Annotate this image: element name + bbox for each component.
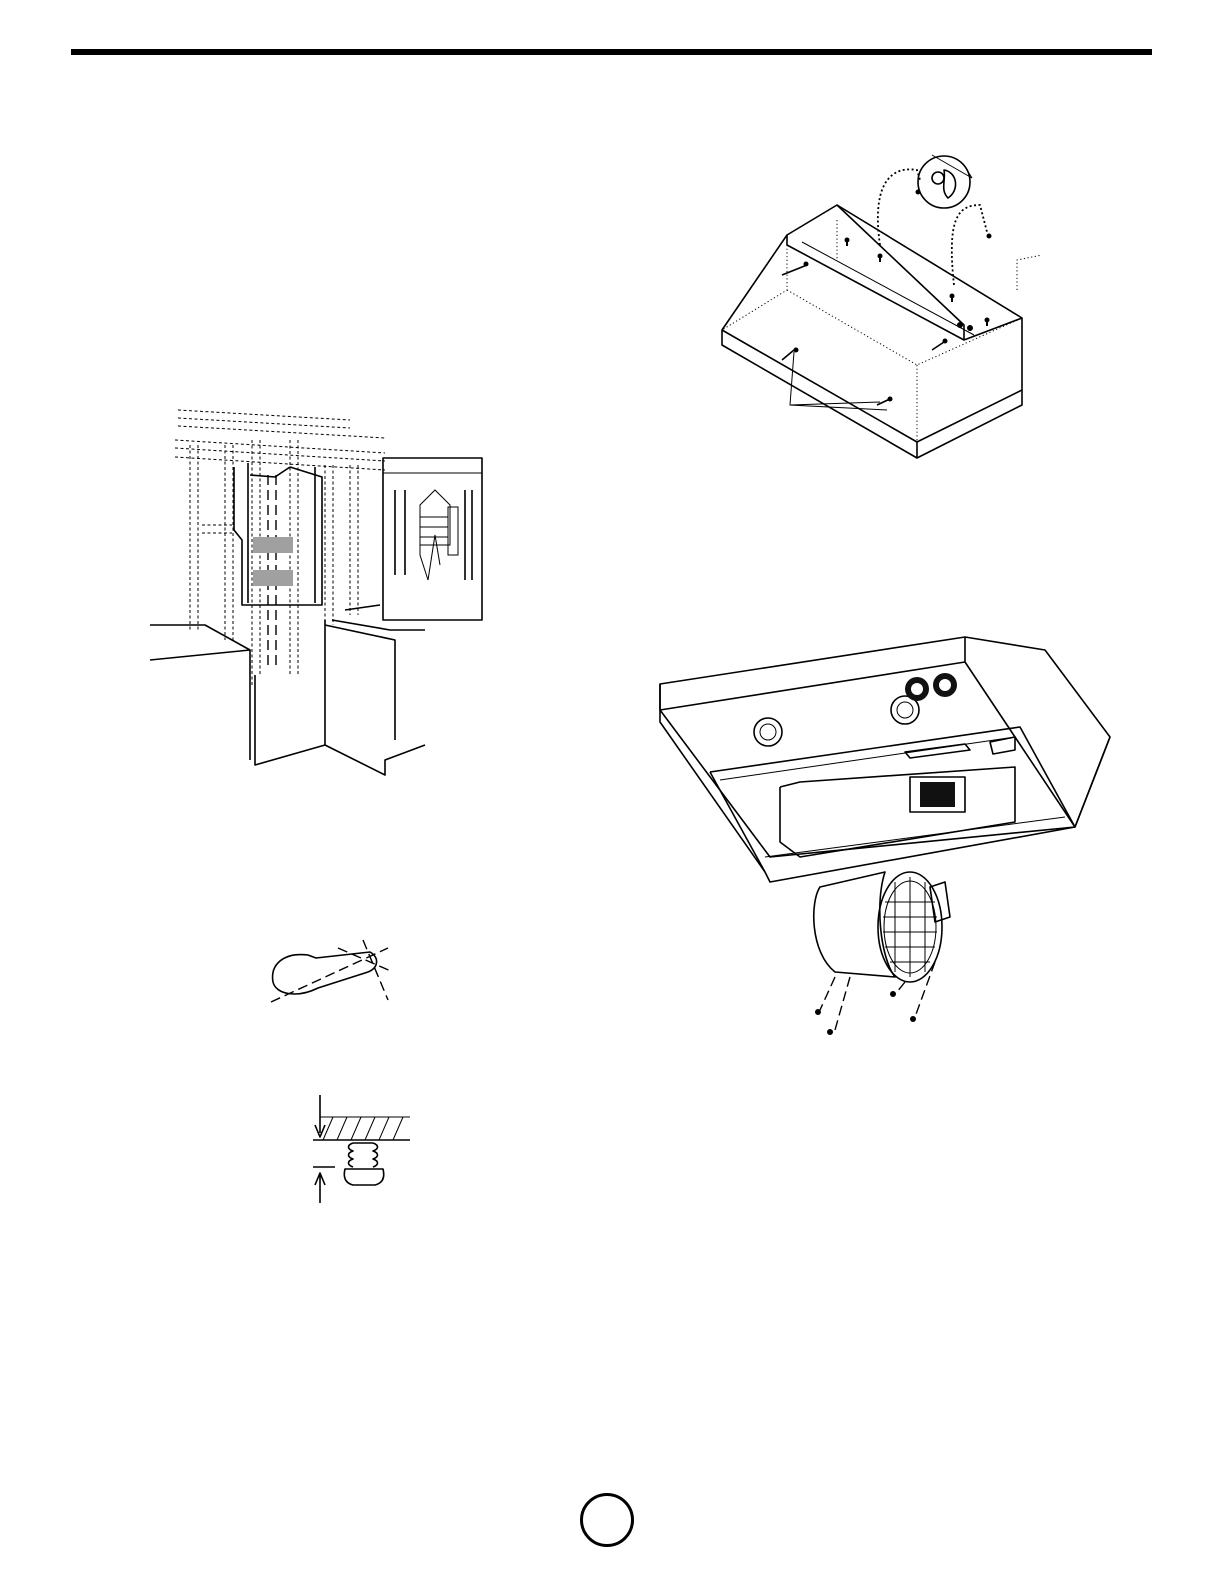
keyhole-slot-diagram xyxy=(268,940,398,1010)
screw-gap-diagram xyxy=(305,1095,415,1205)
header-rule xyxy=(71,49,1152,55)
page-number-badge xyxy=(580,1493,634,1547)
hood-blower-assembly-diagram xyxy=(655,632,1115,1047)
cabinet-framing-diagram xyxy=(150,405,490,775)
hood-keyhole-screws-diagram xyxy=(722,150,1042,465)
